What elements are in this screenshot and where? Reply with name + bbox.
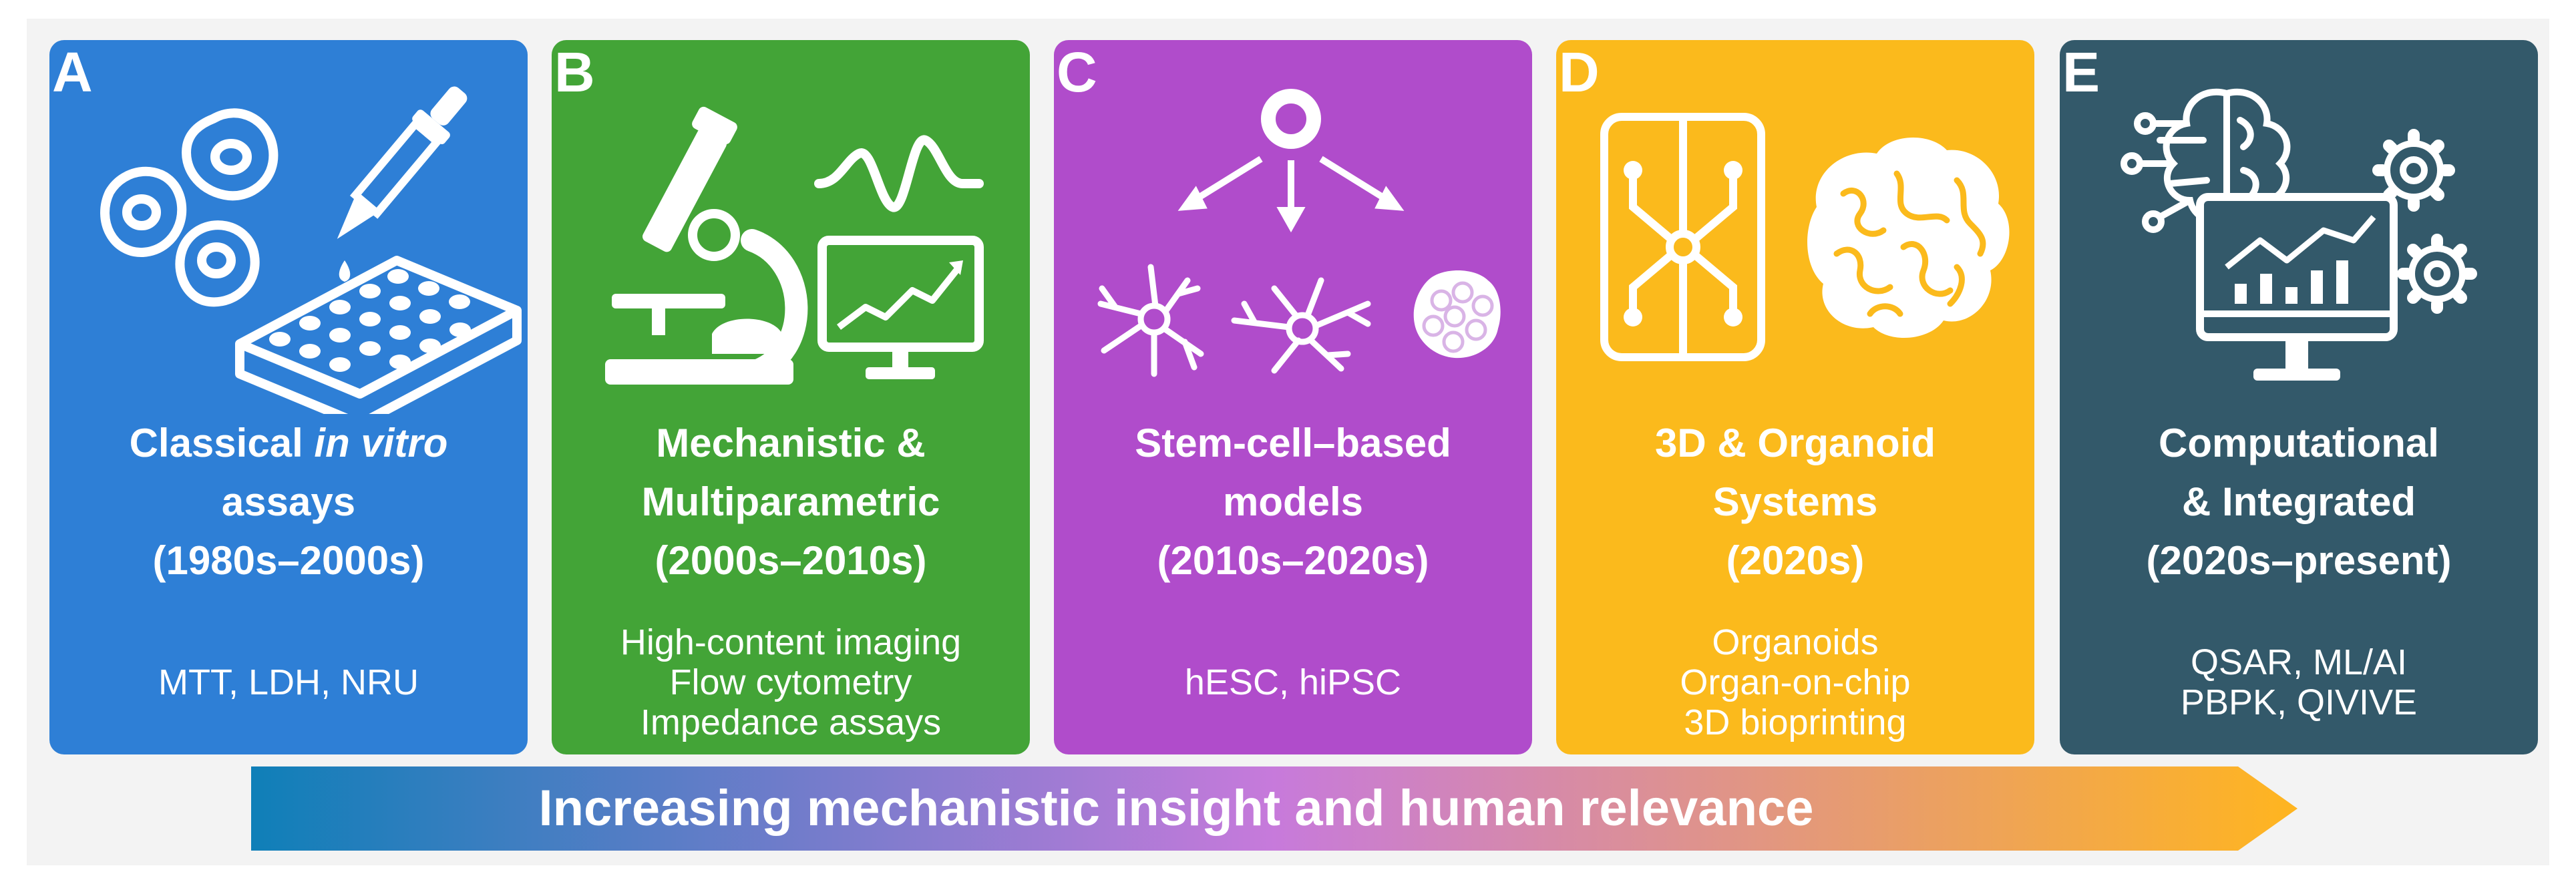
panel-b-illustration bbox=[605, 106, 984, 385]
timeline-arrow-label: Increasing mechanistic insight and human… bbox=[538, 780, 1814, 837]
panel-title: Stem-cell–based models (2010s–2020s) bbox=[1135, 421, 1451, 583]
panel-letter: D bbox=[1559, 41, 1600, 103]
panel-e-illustration bbox=[2121, 88, 2477, 381]
neuron-icon bbox=[1097, 264, 1204, 377]
gear-icon bbox=[2397, 234, 2477, 314]
differentiation-arrows bbox=[1177, 156, 1405, 233]
cell-icon bbox=[175, 220, 260, 307]
organ-on-chip-icon bbox=[1600, 113, 1765, 361]
well-plate-icon bbox=[235, 256, 522, 414]
panel-examples: Organoids Organ-on-chip 3D bioprinting bbox=[1680, 622, 1911, 742]
timeline-arrow bbox=[251, 766, 2297, 851]
panel-letter: B bbox=[554, 41, 595, 103]
microscope-icon bbox=[605, 106, 808, 385]
panel-classical-assays: A bbox=[49, 40, 528, 754]
panel-title: 3D & Organoid Systems (2020s) bbox=[1654, 421, 1936, 583]
panel-a-illustration bbox=[100, 86, 522, 414]
monitor-chart-icon bbox=[817, 236, 984, 379]
droplet-icon bbox=[339, 260, 351, 282]
panel-title: Mechanistic & Multiparametric (2000s–201… bbox=[641, 421, 940, 583]
panel-examples: High-content imaging Flow cytometry Impe… bbox=[620, 622, 962, 742]
panel-title: Classical in vitro assays (1980s–2000s) bbox=[129, 421, 448, 583]
panel-examples: hESC, hiPSC bbox=[1184, 662, 1402, 702]
panel-computational-integrated: E bbox=[2060, 40, 2538, 754]
cell-icon bbox=[182, 108, 279, 201]
panel-examples: QSAR, ML/AI PBPK, QIVIVE bbox=[2180, 642, 2418, 722]
gear-icon bbox=[2372, 129, 2455, 212]
panel-c-illustration bbox=[1097, 89, 1501, 377]
panel-letter: E bbox=[2062, 41, 2100, 103]
brain-organoid-icon bbox=[1807, 138, 2010, 339]
panel-d-illustration bbox=[1600, 113, 2010, 361]
panel-stem-cell-models: C Stem-cell–based models (2010s–2020s bbox=[1054, 40, 1532, 754]
panel-examples: MTT, LDH, NRU bbox=[158, 662, 419, 702]
cell-icon bbox=[100, 166, 187, 257]
panel-3d-organoid-systems: D 3D & Organoid bbox=[1556, 40, 2034, 754]
stem-cell-icon bbox=[1261, 89, 1321, 149]
signal-wave-icon bbox=[814, 135, 984, 212]
organoid-sphere-icon bbox=[1413, 270, 1501, 359]
panel-mechanistic-multiparametric: B Mechanistic & Multiparametric (2000s–2… bbox=[552, 40, 1030, 754]
panel-letter: C bbox=[1057, 41, 1097, 103]
monitor-chart-icon bbox=[2196, 193, 2398, 381]
pipette-icon bbox=[337, 86, 468, 239]
panel-letter: A bbox=[52, 41, 93, 103]
panel-title: Computational & Integrated (2020s–presen… bbox=[2146, 421, 2452, 583]
ai-brain-icon bbox=[2121, 88, 2291, 233]
neuron-icon bbox=[1231, 277, 1371, 374]
